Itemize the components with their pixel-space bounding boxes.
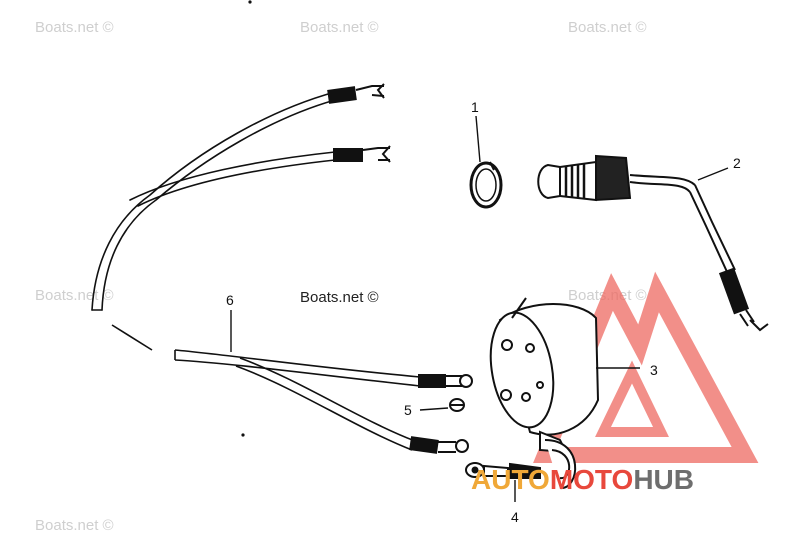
terminal-lower-2 [409, 436, 469, 454]
leader-line [475, 115, 481, 163]
terminal-lower-1 [418, 374, 473, 388]
terminal-upper-2 [333, 145, 391, 163]
automotohub-wordmark: AUTOMOTOHUB [471, 464, 694, 495]
logo-part-moto: MOTO [550, 464, 633, 495]
callout-1: 1 [471, 99, 479, 115]
callout-5: 5 [404, 402, 412, 418]
dot [248, 0, 252, 4]
dot [241, 433, 245, 437]
watermark-center: Boats.net © [300, 289, 379, 306]
callout-3: 3 [650, 362, 658, 378]
watermark: Boats.net © [35, 517, 114, 534]
watermark: Boats.net © [568, 19, 647, 36]
break-line [111, 324, 153, 351]
hex-nut [449, 398, 465, 412]
logo-part-auto: AUTO [471, 464, 550, 495]
watermark: Boats.net © [300, 19, 379, 36]
terminal-upper-1 [327, 83, 385, 104]
leader-line [419, 407, 449, 411]
gauge-body [489, 297, 600, 454]
wire-harness-lower [174, 349, 421, 451]
screw-washer [465, 439, 577, 490]
leader-line [697, 167, 729, 181]
callout-6: 6 [226, 292, 234, 308]
callout-2: 2 [733, 155, 741, 171]
retaining-ring [469, 161, 503, 209]
logo-part-hub: HUB [633, 464, 694, 495]
wire-harness-upper [91, 91, 336, 311]
bulb-socket [537, 154, 769, 332]
autohub-triangle-logo [533, 271, 759, 463]
watermark: Boats.net © [35, 19, 114, 36]
callout-4: 4 [511, 509, 519, 525]
